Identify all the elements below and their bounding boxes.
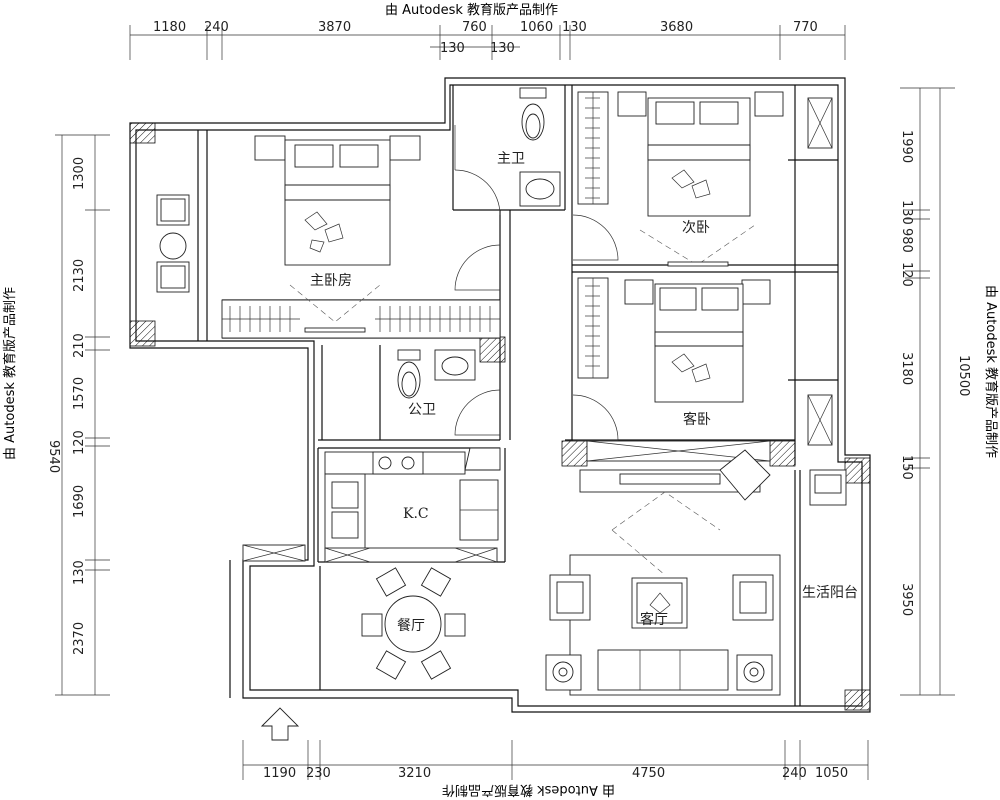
dim-top-10: 130 (490, 41, 515, 56)
living-room-furniture (545, 449, 781, 696)
dim-top-1: 1180 (153, 20, 186, 35)
dim-left-8: 2370 (72, 622, 87, 655)
dim-top-7: 3680 (660, 20, 693, 35)
guest-bedroom-furniture (577, 277, 771, 462)
left-dimension-lines (55, 134, 110, 696)
dim-top-8: 770 (793, 20, 818, 35)
top-dimension-lines (129, 25, 846, 60)
column-2 (129, 320, 156, 347)
label-guest-bedroom: 客卧 (683, 411, 711, 428)
dim-left-6: 1690 (72, 485, 87, 518)
watermark-top: 由 Autodesk 教育版产品制作 (385, 2, 558, 18)
dim-right-7: 3950 (899, 583, 914, 616)
column-5 (769, 440, 796, 467)
label-balcony: 生活阳台 (802, 585, 858, 601)
dim-bottom-3: 3210 (398, 766, 431, 781)
dim-right-5: 3180 (899, 352, 914, 385)
column-1 (129, 122, 156, 144)
watermark-left: 由 Autodesk 教育版产品制作 (2, 287, 18, 460)
outer-walls (129, 77, 871, 713)
column-3 (479, 336, 506, 363)
label-second-bedroom: 次卧 (682, 220, 710, 236)
dim-top-5: 1060 (520, 20, 553, 35)
dim-right-1: 1990 (899, 130, 914, 163)
column-7 (844, 689, 871, 711)
dim-bottom-5: 240 (782, 766, 807, 781)
dim-left-2: 2130 (72, 259, 87, 292)
master-balcony-furniture (156, 194, 190, 293)
dim-left-5: 120 (72, 430, 87, 455)
column-6 (844, 457, 871, 484)
kitchen-fixtures (324, 447, 501, 563)
dim-top-9: 130 (440, 41, 465, 56)
dim-right-4: 120 (899, 262, 914, 287)
bottom-dimension-lines (242, 740, 869, 780)
public-bath-fixtures (397, 349, 476, 399)
watermark-bottom: 由 Autodesk 教育版产品制作 (442, 782, 615, 798)
watermark-right: 由 Autodesk 教育版产品制作 (983, 285, 999, 458)
label-kitchen: K.C (403, 506, 429, 522)
dining-furniture (242, 544, 466, 680)
balcony-fixtures (809, 469, 847, 506)
dim-right-total: 10500 (956, 355, 971, 396)
dim-bottom-6: 1050 (815, 766, 848, 781)
dim-right-3: 980 (899, 228, 914, 253)
dim-top-4: 760 (462, 20, 487, 35)
right-dimension-lines (900, 87, 955, 696)
label-dining: 餐厅 (397, 618, 425, 634)
dim-right-2: 130 (899, 200, 914, 225)
dim-left-4: 1570 (72, 377, 87, 410)
second-bedroom-furniture (577, 91, 784, 267)
column-4 (561, 440, 588, 467)
dim-left-7: 130 (72, 560, 87, 585)
dim-top-6: 130 (562, 20, 587, 35)
dim-left-total: 9540 (46, 440, 61, 473)
dim-top-3: 3870 (318, 20, 351, 35)
label-living: 客厅 (640, 611, 668, 628)
doors (454, 125, 619, 441)
label-master-bath: 主卫 (497, 151, 525, 167)
dim-left-1: 1300 (72, 157, 87, 190)
bay-windows (807, 97, 833, 446)
master-bedroom-furniture (221, 135, 501, 339)
label-public-bath: 公卫 (408, 402, 436, 418)
dim-top-2: 240 (204, 20, 229, 35)
dim-left-3: 210 (72, 333, 87, 358)
entrance-arrow-icon (260, 707, 300, 741)
dim-bottom-2: 230 (306, 766, 331, 781)
master-bath-fixtures (519, 87, 561, 207)
label-master-bedroom: 主卧房 (310, 273, 352, 289)
dim-right-6: 150 (899, 455, 914, 480)
dim-bottom-4: 4750 (632, 766, 665, 781)
dim-bottom-1: 1190 (263, 766, 296, 781)
